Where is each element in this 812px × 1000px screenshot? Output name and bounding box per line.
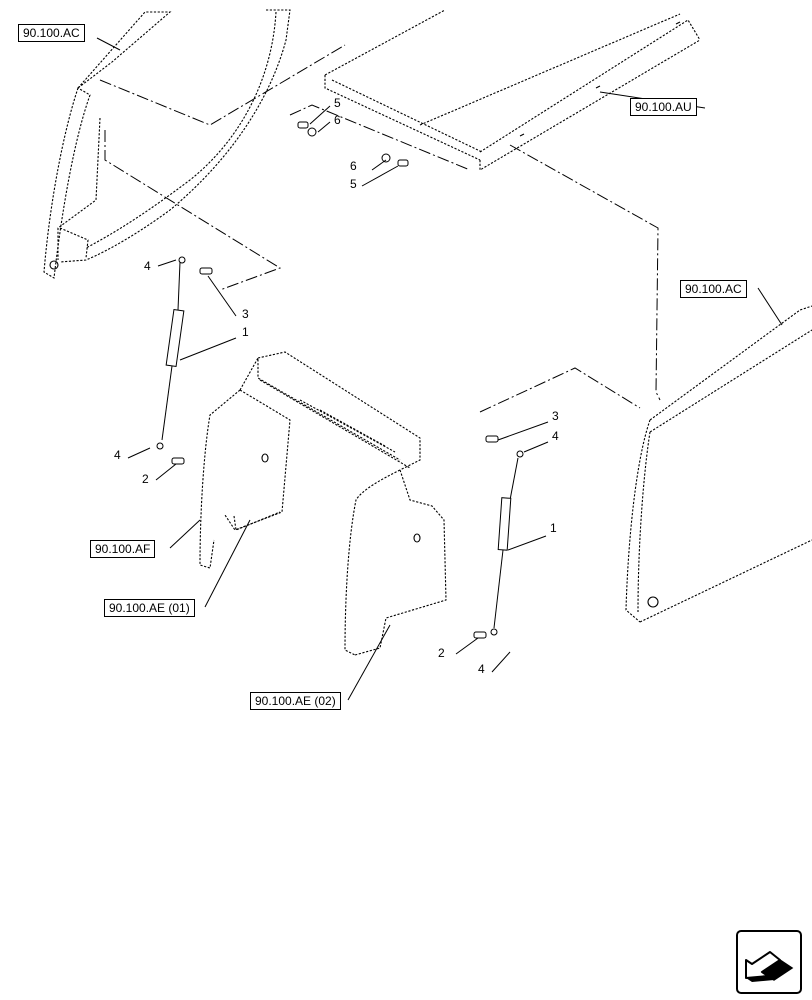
callout-1-left: 1 [242,325,249,339]
right-cab-panel [625,305,812,623]
ref-center-frame[interactable]: 90.100.AF [90,540,156,558]
ref-left-bracket[interactable]: 90.100.AE (01) [104,599,195,617]
left-gas-strut [156,256,213,465]
ref-right-bracket[interactable]: 90.100.AE (02) [250,692,341,710]
callout-6-top: 6 [334,113,341,127]
ref-top-panel[interactable]: 90.100.AU [630,98,697,116]
center-frame [199,351,447,656]
callout-3-right: 3 [552,409,559,423]
top-panel [324,9,701,171]
callout-4-left-bottom: 4 [114,448,121,462]
callout-3-left: 3 [242,307,249,321]
callout-6-lower: 6 [350,159,357,173]
callout-4-right-top: 4 [552,429,559,443]
callout-2-left: 2 [142,472,149,486]
ref-cab-right[interactable]: 90.100.AC [680,280,747,298]
callout-4-right-bottom: 4 [478,662,485,676]
callout-leaders [96,37,783,701]
ref-cab-left[interactable]: 90.100.AC [18,24,85,42]
callout-4-left-top: 4 [144,259,151,273]
next-page-arrow-icon[interactable] [736,930,802,994]
callout-1-right: 1 [550,521,557,535]
fasteners [297,121,409,167]
left-cab-panel [43,9,291,279]
callout-2-right: 2 [438,646,445,660]
alignment-lines [99,44,661,413]
callout-5-lower: 5 [350,177,357,191]
callout-5-top: 5 [334,96,341,110]
right-gas-strut [473,435,524,639]
